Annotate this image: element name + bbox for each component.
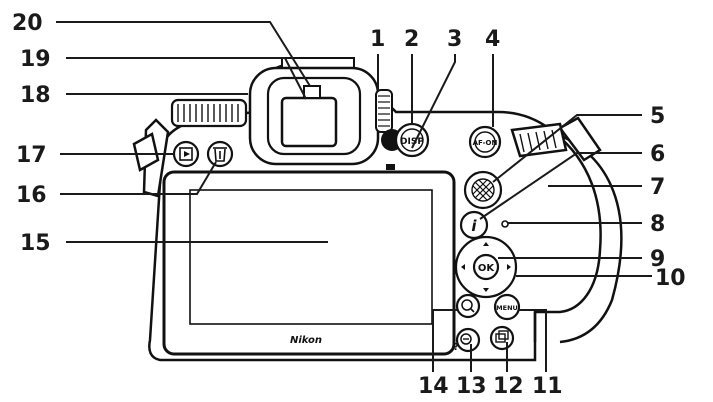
callout-14: 14 xyxy=(418,374,449,399)
callout-2: 2 xyxy=(404,27,419,52)
callout-9: 9 xyxy=(650,247,665,272)
delete-button[interactable] xyxy=(206,140,234,168)
callout-4: 4 xyxy=(485,27,500,52)
af-on-button[interactable]: AF-ON xyxy=(468,125,502,159)
callout-15: 15 xyxy=(20,231,51,256)
info-label: i xyxy=(471,217,477,235)
brand-logo: Nikon xyxy=(290,335,322,346)
disp-label: DISP xyxy=(400,137,424,147)
menu-label: MENU xyxy=(496,304,518,312)
callout-10: 10 xyxy=(655,266,686,291)
trash-icon xyxy=(213,147,227,162)
callout-17: 17 xyxy=(16,143,47,168)
help-mark: ? xyxy=(453,342,459,353)
callout-numbers: 1 2 3 4 5 6 7 8 9 10 11 12 13 14 15 16 1… xyxy=(12,11,686,399)
ok-button[interactable]: OK xyxy=(472,253,500,281)
sub-selector[interactable] xyxy=(463,170,503,210)
viewfinder-window xyxy=(280,96,338,148)
callout-20: 20 xyxy=(12,11,43,36)
zoom-in-icon xyxy=(461,299,473,311)
callout-1: 1 xyxy=(370,27,385,52)
callout-7: 7 xyxy=(650,175,665,200)
callout-18: 18 xyxy=(20,83,51,108)
zoom-out-help-button[interactable] xyxy=(455,327,481,353)
disp-button[interactable]: DISP xyxy=(394,122,430,158)
release-mode-icon xyxy=(495,330,509,343)
camera-icon xyxy=(384,138,393,144)
callout-6: 6 xyxy=(650,142,665,167)
eye-sensor xyxy=(303,85,321,99)
access-lamp xyxy=(501,220,509,228)
callout-3: 3 xyxy=(447,27,462,52)
callout-8: 8 xyxy=(650,212,665,237)
callout-5: 5 xyxy=(650,104,665,129)
callout-12: 12 xyxy=(493,374,524,399)
leader-lines xyxy=(56,21,652,372)
movie-icon xyxy=(386,164,395,170)
callout-13: 13 xyxy=(456,374,487,399)
playback-button[interactable] xyxy=(172,140,200,168)
diopter-control[interactable] xyxy=(375,89,393,133)
menu-button[interactable]: MENU xyxy=(493,293,521,321)
release-mode-button[interactable] xyxy=(489,325,515,351)
monitor xyxy=(162,170,456,356)
callout-11: 11 xyxy=(532,374,563,399)
ok-label: OK xyxy=(478,263,496,274)
playback-icon xyxy=(184,151,190,157)
af-on-label: AF-ON xyxy=(473,139,498,147)
callout-16: 16 xyxy=(16,183,47,208)
zoom-in-button[interactable] xyxy=(455,293,481,319)
callout-19: 19 xyxy=(20,47,51,72)
zoom-out-icon xyxy=(460,333,472,345)
